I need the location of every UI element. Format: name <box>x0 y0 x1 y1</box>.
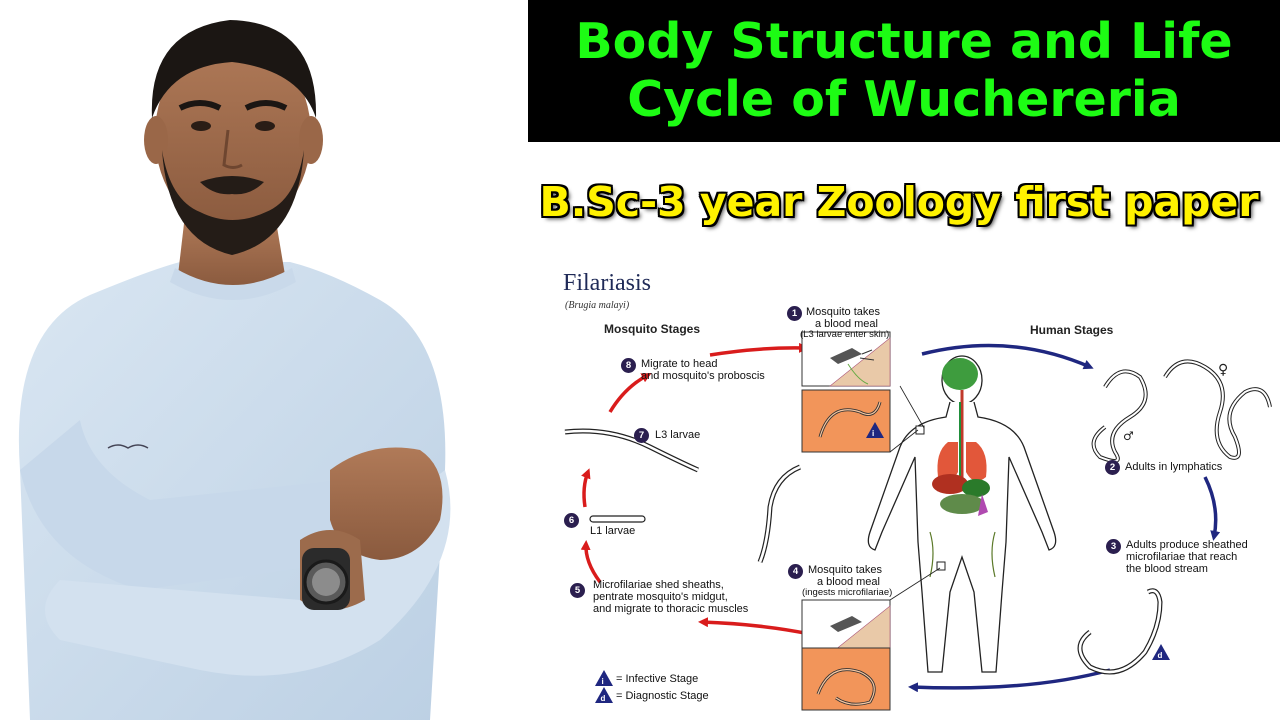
adult-worms <box>1091 359 1272 463</box>
step-3-badge: 3 <box>1106 539 1121 554</box>
step-7-line-1: L3 larvae <box>655 429 701 441</box>
human-stages-label: Human Stages <box>1030 323 1114 337</box>
subtitle: B.Sc-3 year Zoology first paper <box>539 178 1259 226</box>
legend-symbols: i d <box>595 670 613 703</box>
step-3-line-2: microfilariae that reach <box>1126 551 1238 563</box>
legend-diagnostic: = Diagnostic Stage <box>616 690 709 702</box>
svg-text:i: i <box>872 429 874 438</box>
title-line-2: Cycle of Wuchereria <box>627 71 1181 128</box>
step-3-line-1: Adults produce sheathed <box>1126 539 1248 551</box>
step-4-note: (ingests microfilariae) <box>802 587 893 598</box>
migrating-microfilaria <box>757 464 802 563</box>
svg-text:d: d <box>601 694 606 703</box>
step-8-line-2: and mosquito's proboscis <box>641 370 765 382</box>
step-4-badge: 4 <box>788 564 803 579</box>
species-name: (Brugia malayi) <box>565 300 630 311</box>
step-6-badge: 6 <box>564 513 579 528</box>
adult-worms-inner <box>1092 360 1271 462</box>
title-line-1: Body Structure and Life <box>575 13 1233 70</box>
step-5-badge: 5 <box>570 583 585 598</box>
l1-larva-worm <box>589 515 646 523</box>
diagram-heading: Filariasis <box>563 270 651 296</box>
sheathed-microfilaria <box>1077 588 1163 675</box>
female-symbol: ♀ <box>1218 362 1228 378</box>
skin-site-markers <box>889 385 946 601</box>
mosquito-stages-label: Mosquito Stages <box>604 322 701 336</box>
diagnostic-marker: d <box>1152 644 1170 660</box>
l3-larvae-orange-inset-top: i <box>801 389 891 453</box>
l3-larva-worm <box>564 428 700 473</box>
step-1-line-2: a blood meal <box>815 318 878 330</box>
step-4-line-2: a blood meal <box>817 576 880 588</box>
step-1-line-1: Mosquito takes <box>806 306 880 318</box>
step-4-line-1: Mosquito takes <box>808 564 882 576</box>
step-2-line-1: Adults in lymphatics <box>1125 461 1223 473</box>
step-5-line-1: Microfilariae shed sheaths, <box>593 579 724 591</box>
title-banner: Body Structure and Life Cycle of Wuchere… <box>528 0 1280 142</box>
step-8-badge: 8 <box>621 358 636 373</box>
legend-infective: = Infective Stage <box>616 673 699 685</box>
filariasis-life-cycle-diagram: i <box>530 262 1280 720</box>
step-8-line-1: Migrate to head <box>641 358 718 370</box>
male-symbol: ♂ <box>1123 429 1134 443</box>
mosquito-bite-inset-bottom <box>801 599 891 655</box>
step-6-line-1: L1 larvae <box>590 525 636 537</box>
step-5-line-2: pentrate mosquito's midgut, <box>593 591 728 603</box>
diagram-artwork: i <box>564 331 1272 711</box>
microfilariae-orange-inset-bottom <box>801 647 891 711</box>
human-stage-arrows <box>908 343 1221 693</box>
step-5-line-3: and migrate to thoracic muscles <box>593 603 749 615</box>
human-organs <box>929 358 996 578</box>
mosquito-bite-inset-top <box>801 331 891 387</box>
svg-text:i: i <box>602 677 604 686</box>
step-3-line-3: the blood stream <box>1126 563 1208 575</box>
presenter-photo <box>18 20 451 720</box>
svg-text:d: d <box>1158 651 1163 660</box>
step-1-note: (L3 larvae enter skin) <box>800 329 890 340</box>
step-1-badge: 1 <box>787 306 802 321</box>
mosquito-stage-arrows <box>580 342 811 636</box>
step-7-badge: 7 <box>634 428 649 443</box>
step-2-badge: 2 <box>1105 460 1120 475</box>
